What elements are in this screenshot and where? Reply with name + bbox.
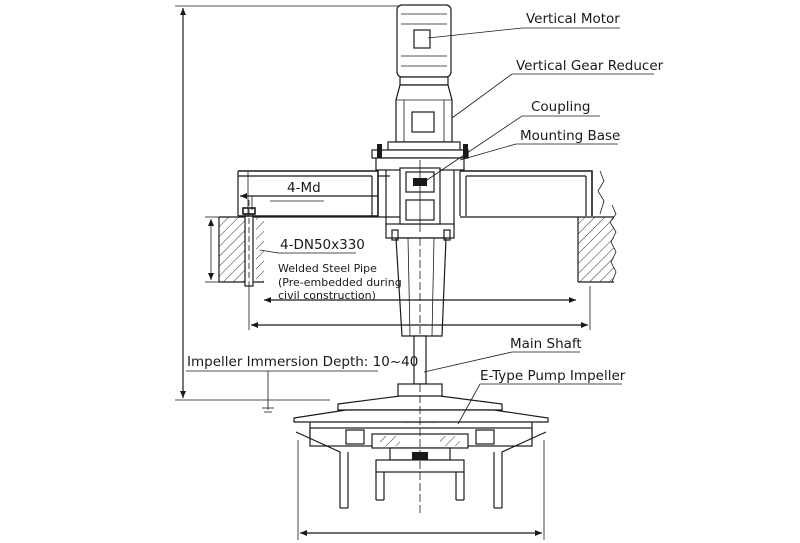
leader-lines (186, 27, 654, 425)
channel-beam-left (237, 170, 390, 217)
channel-beam-right (459, 170, 605, 216)
callout-labels: Vertical Motor Vertical Gear Reducer Cou… (187, 11, 664, 384)
vertical-motor (396, 4, 452, 86)
bolt-dimension (240, 193, 378, 210)
label-impeller: E-Type Pump Impeller (480, 368, 626, 384)
water-level-marker (262, 371, 274, 413)
concrete-wall-right (460, 204, 617, 283)
label-vertical-motor: Vertical Motor (526, 11, 620, 27)
label-mounting-base: Mounting Base (520, 128, 620, 144)
label-coupling: Coupling (531, 99, 590, 115)
concrete-wall-left (205, 216, 400, 283)
label-pipe-note-2: (Pre-embedded during (278, 276, 402, 289)
label-bolt-spec: 4-Md (287, 180, 321, 196)
embedded-steel-pipe (242, 200, 256, 290)
impeller-diameter-dimension (297, 440, 545, 540)
vertical-gear-reducer (387, 84, 461, 151)
label-main-shaft: Main Shaft (510, 336, 582, 352)
label-vertical-gear-reducer: Vertical Gear Reducer (516, 58, 664, 74)
label-pipe-spec: 4-DN50x330 (280, 237, 365, 253)
span-dimension (248, 286, 591, 330)
pump-impeller (293, 383, 549, 515)
shaft-housing (391, 229, 451, 337)
label-pipe-note-1: Welded Steel Pipe (278, 262, 377, 275)
overall-height-dimension (175, 5, 400, 401)
label-pipe-note-3: civil construction) (278, 289, 376, 302)
label-immersion-depth: Impeller Immersion Depth: 10~40 (187, 354, 418, 370)
coupling (399, 160, 441, 232)
